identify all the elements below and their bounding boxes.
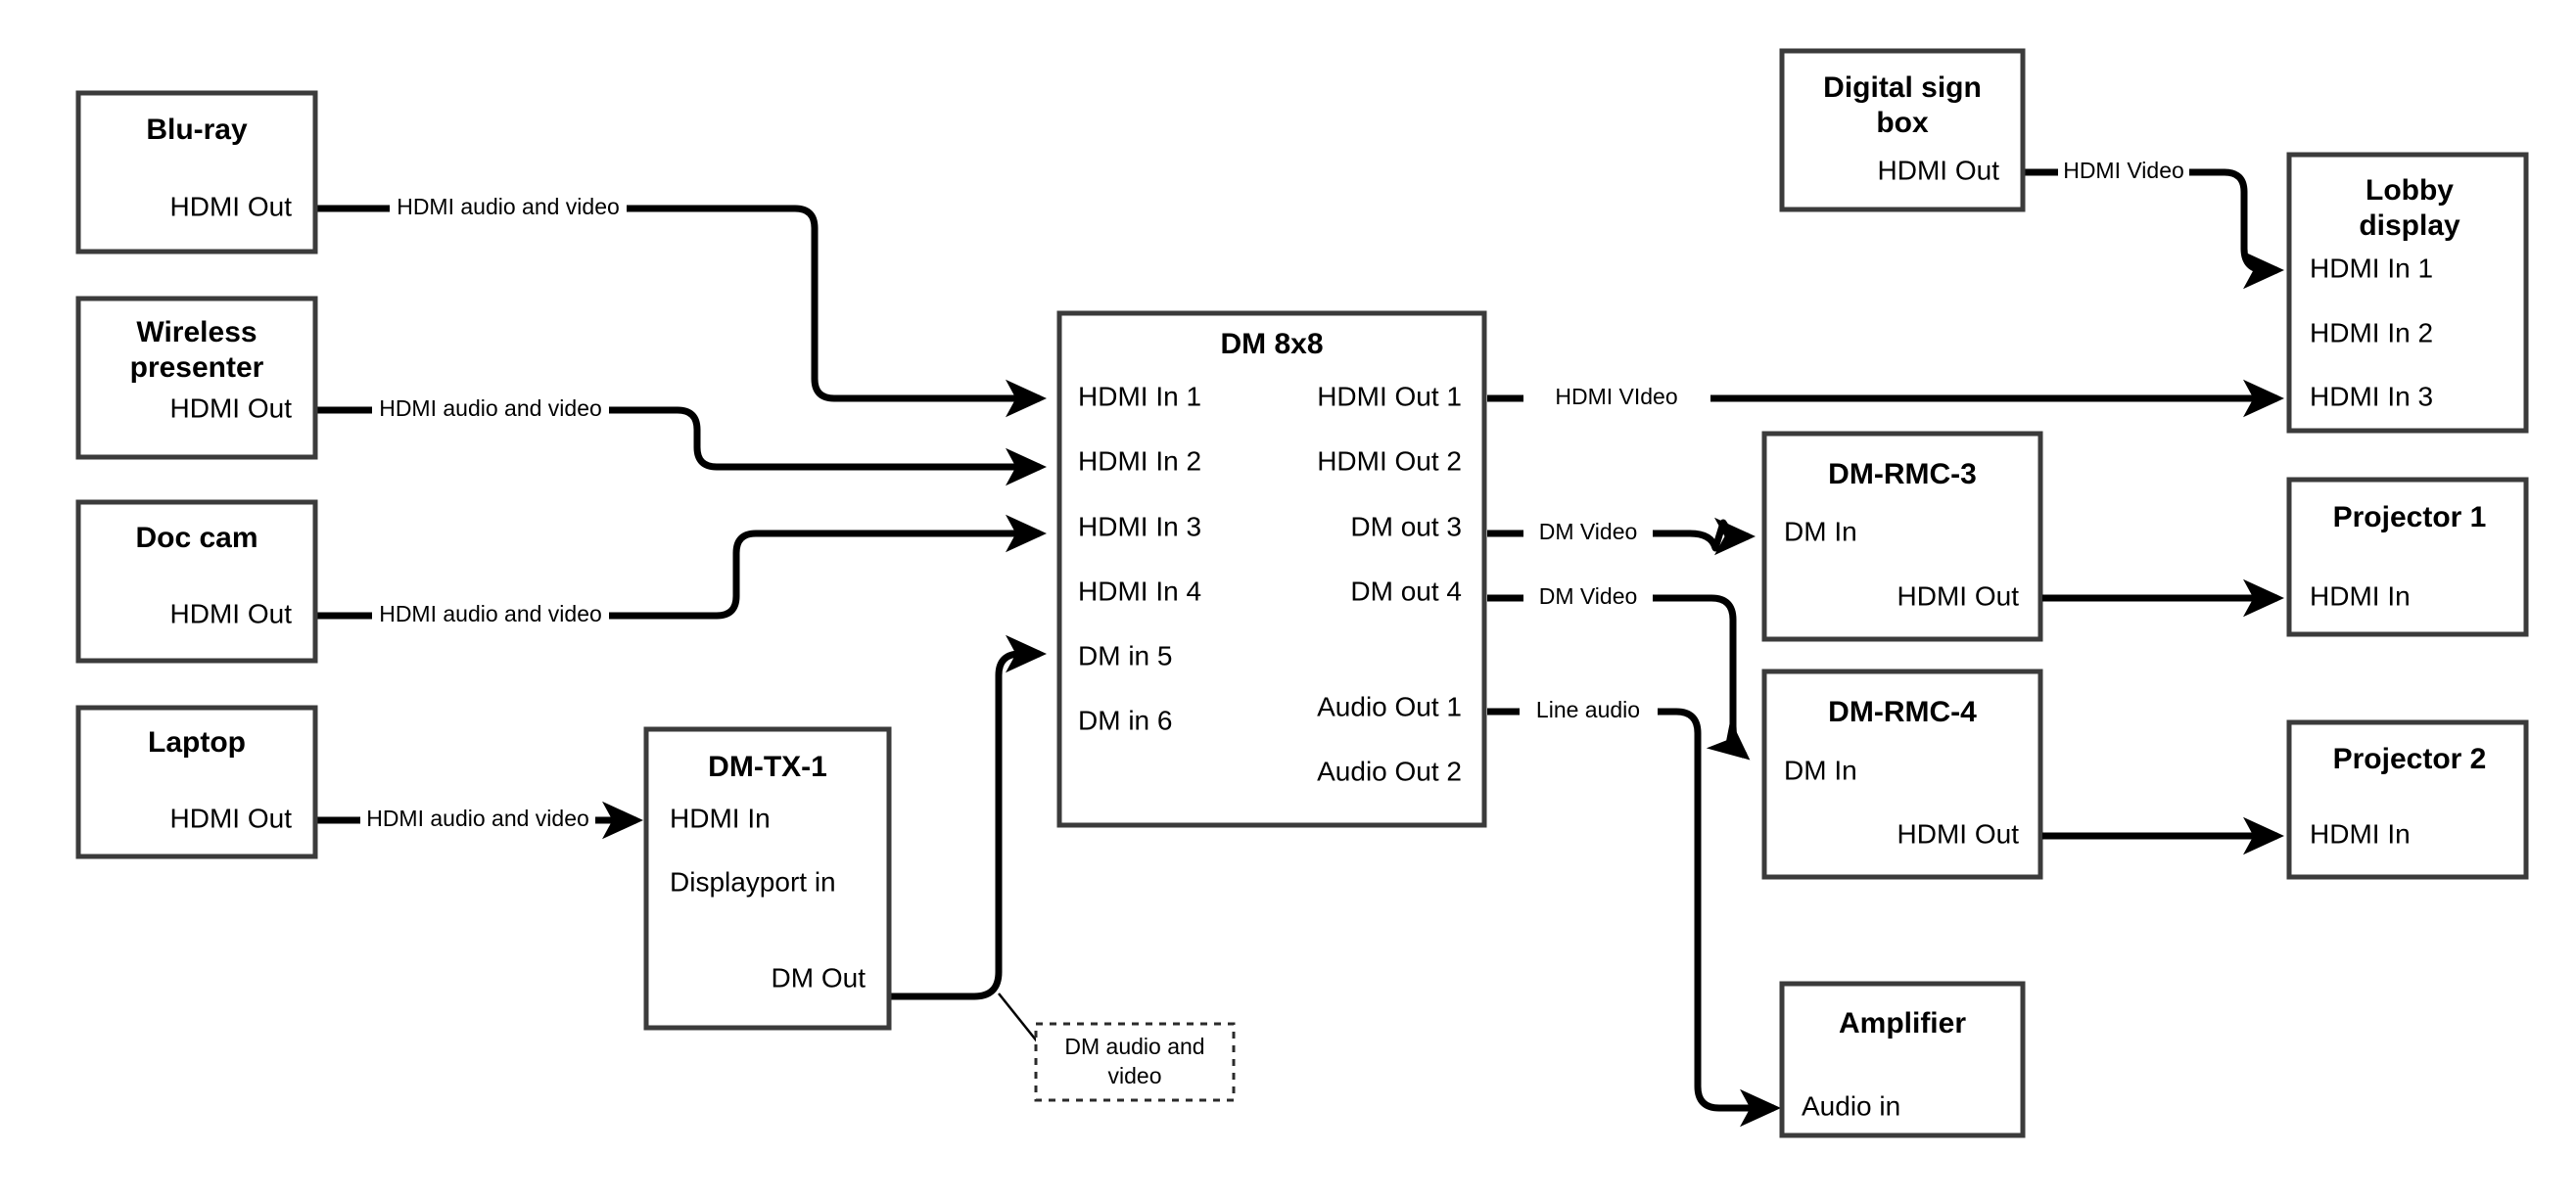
wire-dm8x8-audio1-to-amp xyxy=(1487,708,1781,1128)
dm-rmc-4-port-dm-in: DM In xyxy=(1784,755,1857,785)
device-projector-1[interactable]: Projector 1 HDMI In xyxy=(2286,477,2529,637)
dm-rmc-3-port-hdmi-out: HDMI Out xyxy=(1897,580,2020,611)
device-dm-rmc-4[interactable]: DM-RMC-4 DM In HDMI Out xyxy=(1761,669,2043,880)
device-bluray[interactable]: Blu-ray HDMI Out xyxy=(75,90,318,254)
amplifier-box[interactable] xyxy=(1779,981,2026,1138)
bluray-box[interactable] xyxy=(75,90,318,254)
device-projector-2[interactable]: Projector 2 HDMI In xyxy=(2286,719,2529,880)
lobby-display-box[interactable] xyxy=(2286,152,2529,434)
digital-sign-box-title-line2: box xyxy=(1876,107,1929,139)
wireless-presenter-box[interactable] xyxy=(75,296,318,460)
device-laptop[interactable]: Laptop HDMI Out xyxy=(75,705,318,859)
dm-8x8-input-2: HDMI In 2 xyxy=(1078,445,1201,476)
dm-8x8-output-3: DM out 3 xyxy=(1350,511,1462,541)
wireless-presenter-port-hdmi-out: HDMI Out xyxy=(170,393,293,423)
projector-2-port-hdmi-in: HDMI In xyxy=(2310,818,2411,849)
projector-2-box[interactable] xyxy=(2286,719,2529,880)
device-doc-cam[interactable]: Doc cam HDMI Out xyxy=(75,499,318,664)
dm-rmc-3-box[interactable] xyxy=(1761,431,2043,642)
lobby-display-input-2: HDMI In 2 xyxy=(2310,317,2433,347)
dm-8x8-title: DM 8x8 xyxy=(1220,328,1323,360)
projector-1-box[interactable] xyxy=(2286,477,2529,637)
lobby-display-title-line1: Lobby xyxy=(2365,174,2454,207)
dm-rmc-3-port-dm-in: DM In xyxy=(1784,516,1857,546)
projector-1-port-hdmi-in: HDMI In xyxy=(2310,580,2411,611)
doc-cam-box[interactable] xyxy=(75,499,318,664)
link-label-doccam-to-dm: HDMI audio and video xyxy=(379,601,602,626)
dm-rmc-4-box[interactable] xyxy=(1761,669,2043,880)
device-wireless-presenter[interactable]: Wireless presenter HDMI Out xyxy=(75,296,318,460)
dm-8x8-input-3: HDMI In 3 xyxy=(1078,511,1201,541)
bluray-title: Blu-ray xyxy=(146,114,248,146)
bluray-port-hdmi-out: HDMI Out xyxy=(170,191,293,221)
wire-dm8x8-out3-to-rmc3 xyxy=(1487,517,1756,556)
device-lobby-display[interactable]: Lobby display HDMI In 1 HDMI In 2 HDMI I… xyxy=(2286,152,2529,434)
dm-tx-1-title: DM-TX-1 xyxy=(708,751,827,783)
wire-signbox-to-lobby xyxy=(2023,168,2284,290)
doc-cam-port-hdmi-out: HDMI Out xyxy=(170,598,293,628)
laptop-port-hdmi-out: HDMI Out xyxy=(170,803,293,833)
dm-rmc-4-title: DM-RMC-4 xyxy=(1828,696,1977,728)
projector-1-title: Projector 1 xyxy=(2333,501,2487,533)
digital-sign-box-port-hdmi-out: HDMI Out xyxy=(1878,155,2000,185)
dm-8x8-output-6: Audio Out 2 xyxy=(1317,756,1462,786)
wire-wireless-to-dm8x8 xyxy=(315,406,1047,486)
projector-2-title: Projector 2 xyxy=(2333,743,2487,775)
link-label-bluray-to-dm: HDMI audio and video xyxy=(397,194,620,219)
dm-tx-1-box[interactable] xyxy=(643,726,892,1031)
device-dm-rmc-3[interactable]: DM-RMC-3 DM In HDMI Out xyxy=(1761,431,2043,642)
dm-8x8-input-5: DM in 5 xyxy=(1078,640,1172,670)
device-amplifier[interactable]: Amplifier Audio in xyxy=(1779,981,2026,1138)
link-label-dm-out4-to-rmc4: DM Video xyxy=(1539,583,1638,609)
wireless-presenter-title-line1: Wireless xyxy=(136,316,257,348)
laptop-title: Laptop xyxy=(148,726,246,759)
dm-8x8-input-4: HDMI In 4 xyxy=(1078,576,1201,606)
dm-8x8-input-6: DM in 6 xyxy=(1078,705,1172,735)
lobby-display-title-line2: display xyxy=(2359,209,2460,242)
link-label-dm-out3-to-rmc3: DM Video xyxy=(1539,519,1638,544)
callout-dm-audio-and-video: DM audio and video xyxy=(1034,1022,1236,1102)
laptop-box[interactable] xyxy=(75,705,318,859)
dm-8x8-output-2: HDMI Out 2 xyxy=(1317,445,1462,476)
wireless-presenter-title-line2: presenter xyxy=(130,351,264,384)
link-label-wireless-to-dm: HDMI audio and video xyxy=(379,395,602,421)
digital-sign-box-title-line1: Digital sign xyxy=(1823,71,1982,104)
dm-tx-1-port-hdmi-in: HDMI In xyxy=(670,803,771,833)
wire-dm8x8-out4-to-rmc4 xyxy=(1487,594,1751,761)
dm-8x8-output-5: Audio Out 1 xyxy=(1317,691,1462,721)
link-label-audio1-to-amp: Line audio xyxy=(1536,697,1640,722)
wire-dmtx1-to-dm8x8 xyxy=(889,634,1051,1058)
device-dm-tx-1[interactable]: DM-TX-1 HDMI In Displayport in DM Out xyxy=(643,726,892,1031)
dm-rmc-3-title: DM-RMC-3 xyxy=(1828,458,1977,490)
callout-box-rect xyxy=(1034,1022,1236,1102)
device-digital-sign-box[interactable]: Digital sign box HDMI Out xyxy=(1779,48,2026,212)
lobby-display-input-1: HDMI In 1 xyxy=(2310,253,2433,283)
dm-rmc-4-port-hdmi-out: HDMI Out xyxy=(1897,818,2020,849)
dm-8x8-box[interactable] xyxy=(1056,310,1487,828)
callout-label-line2: video xyxy=(1108,1063,1162,1088)
amplifier-title: Amplifier xyxy=(1839,1007,1966,1039)
dm-8x8-output-1: HDMI Out 1 xyxy=(1317,381,1462,411)
link-label-dm-out1-to-lobby: HDMI VIdeo xyxy=(1555,384,1677,409)
callout-label-line1: DM audio and xyxy=(1064,1034,1204,1059)
doc-cam-title: Doc cam xyxy=(135,522,258,554)
lobby-display-input-3: HDMI In 3 xyxy=(2310,381,2433,411)
digital-sign-box-rect[interactable] xyxy=(1779,48,2026,212)
device-dm-8x8[interactable]: DM 8x8 HDMI In 1 HDMI In 2 HDMI In 3 HDM… xyxy=(1056,310,1487,828)
link-label-signbox-to-lobby: HDMI Video xyxy=(2063,158,2184,183)
dm-tx-1-port-dm-out: DM Out xyxy=(772,962,866,993)
wire-bluray-to-dm8x8 xyxy=(315,205,1047,418)
wire-doccam-to-dm8x8 xyxy=(315,514,1047,620)
dm-8x8-input-1: HDMI In 1 xyxy=(1078,381,1201,411)
dm-8x8-output-4: DM out 4 xyxy=(1350,576,1462,606)
amplifier-port-audio-in: Audio in xyxy=(1802,1090,1900,1121)
dm-tx-1-port-displayport-in: Displayport in xyxy=(670,866,836,897)
link-label-laptop-to-tx: HDMI audio and video xyxy=(366,806,589,831)
